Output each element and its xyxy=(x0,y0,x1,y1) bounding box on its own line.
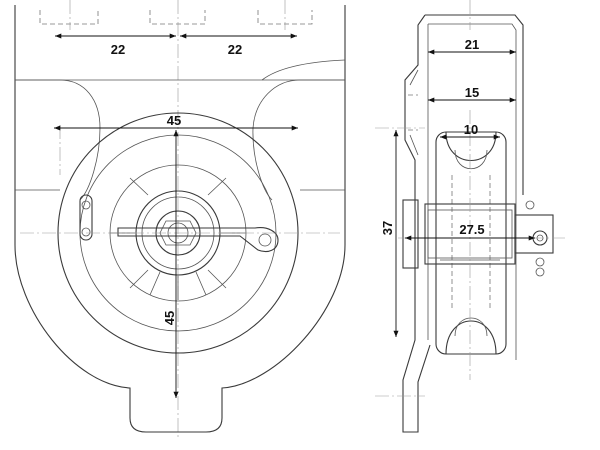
adjustment-slot xyxy=(79,194,93,241)
dim-label-top-left: 22 xyxy=(111,42,125,57)
dim-label-side-height: 37 xyxy=(380,221,395,235)
pulley-wheel xyxy=(435,131,507,355)
dim-label-side-outer: 21 xyxy=(465,37,479,52)
dim-label-top-right: 22 xyxy=(228,42,242,57)
dim-label-groove: 10 xyxy=(464,122,478,137)
side-bracket xyxy=(402,14,524,433)
dim-label-side-inner: 15 xyxy=(465,85,479,100)
side-view-dimensions: 21 15 10 27.5 37 xyxy=(380,37,535,337)
front-view xyxy=(14,0,346,440)
side-view xyxy=(375,0,565,433)
front-view-dimensions: 22 22 45 45 xyxy=(54,33,298,398)
dim-label-axle-length: 27.5 xyxy=(459,222,484,237)
cotter-pin xyxy=(117,227,279,253)
dim-label-body-width: 45 xyxy=(167,113,181,128)
dim-label-wheel-height: 45 xyxy=(162,311,177,325)
mounting-plate-outline xyxy=(14,5,346,433)
